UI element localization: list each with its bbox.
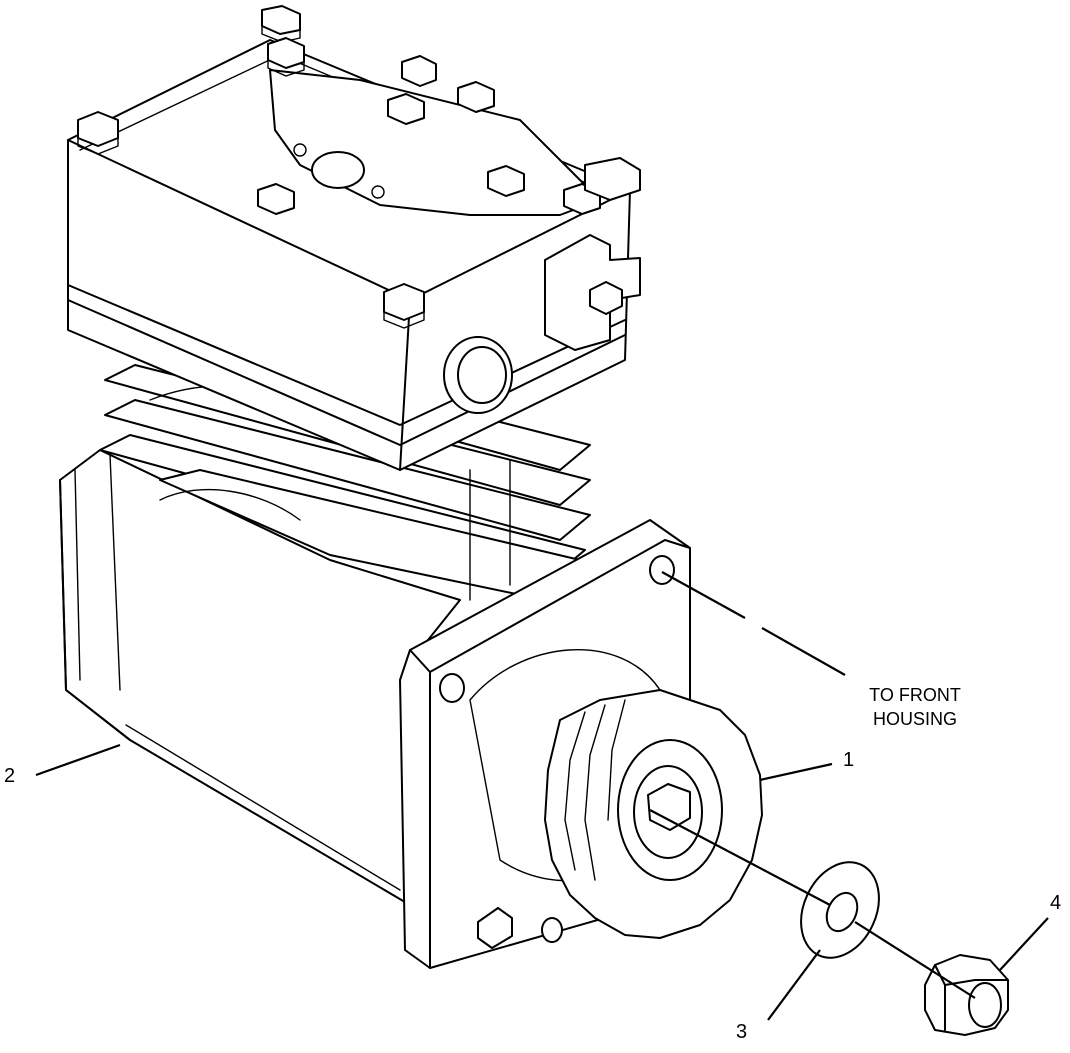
side-port xyxy=(443,336,513,414)
note-line-2: HOUSING xyxy=(872,709,957,729)
note-line-1: TO FRONT xyxy=(869,685,961,705)
front-housing-leader xyxy=(661,571,846,676)
drive-gear xyxy=(544,689,763,939)
bolt-icon xyxy=(401,55,437,87)
bolt-icon xyxy=(487,165,525,197)
washer xyxy=(800,861,880,959)
bolt-icon xyxy=(457,81,495,113)
crankcase-housing xyxy=(59,449,461,906)
callout-2-leader xyxy=(35,743,121,777)
callout-1-leader xyxy=(759,762,833,782)
callout-3-leader xyxy=(767,949,821,1021)
hex-nut xyxy=(924,954,1009,1036)
bolt-icon xyxy=(387,93,425,125)
bolt-icon xyxy=(383,283,425,329)
bolt-icon xyxy=(257,183,295,215)
head-bolts xyxy=(77,5,601,329)
bolt-icon xyxy=(267,37,305,77)
callout-4: 4 xyxy=(1050,892,1062,914)
bolt-icon xyxy=(77,111,119,155)
callout-1: 1 xyxy=(843,749,855,771)
governor-fitting xyxy=(544,157,641,351)
callout-3: 3 xyxy=(736,1021,748,1043)
assembly-axis-line xyxy=(649,809,831,906)
cooling-fins xyxy=(99,329,591,601)
callout-2: 2 xyxy=(4,765,16,787)
callout-4-leader xyxy=(999,917,1049,971)
front-housing-note: TO FRONT HOUSING xyxy=(850,683,980,731)
assembly-axis-line xyxy=(854,921,976,999)
bolt-icon xyxy=(261,5,301,43)
